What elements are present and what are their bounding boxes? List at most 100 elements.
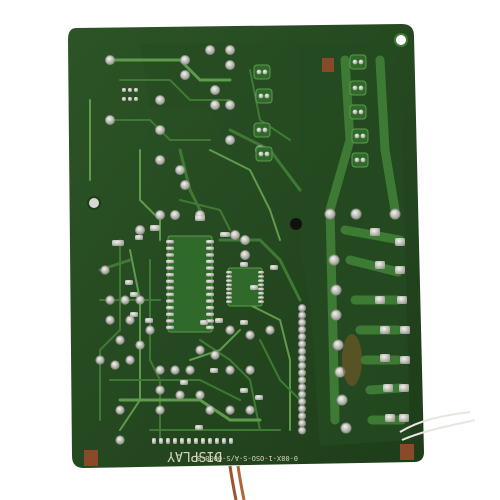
trace [209,149,281,241]
smd-pad [166,292,174,297]
smd-pad [206,279,214,284]
trace [118,398,262,422]
smd-pad [166,240,174,244]
smd-pad [226,300,232,303]
smd-pad [206,246,214,251]
smd-pad [206,286,214,290]
solder-pad [181,181,189,189]
solder-pad [299,319,305,326]
solder-pad [226,101,234,109]
solder-pad [171,366,179,374]
solder-pad [241,251,249,259]
smd-pad [201,438,205,444]
solder-pad [299,391,305,398]
mounting-hole-center [290,218,302,230]
solder-pad [156,96,164,104]
smd-pad [206,306,214,310]
smd-pad [385,414,395,422]
smd-pad [399,384,409,392]
led-pad [354,157,360,163]
smd-pad [122,88,126,92]
smd-pad [166,438,170,444]
led-pad [352,85,358,91]
smd-pad [395,238,405,246]
smd-pad [187,438,191,444]
solder-pad [299,312,305,319]
solder-pad [226,46,234,54]
smd-pad [240,388,248,393]
smd-pad [220,232,230,237]
solder-pad [206,406,214,414]
smd-pad [380,326,390,334]
smd-pad [130,312,138,317]
smd-pad [375,261,385,269]
solder-pad [331,285,341,295]
smd-pad [206,292,214,297]
solder-pad [246,331,254,339]
trace [99,239,121,421]
solder-pad [181,56,189,64]
smd-pad [397,296,407,304]
smd-pad [206,253,214,257]
led-pad [360,157,366,163]
smd-pad [166,279,174,284]
smd-pad [240,262,248,267]
solder-pad [299,420,305,427]
solder-pad [299,384,305,391]
smd-pad [166,286,174,290]
smd-pad [166,319,174,323]
smd-pad [206,299,214,303]
smd-pad [195,425,203,430]
smd-pad [226,283,232,287]
solder-pad [116,336,124,344]
trace [189,329,241,361]
solder-pad [196,391,204,399]
smd-pad [166,325,174,330]
solder-pad [299,305,305,311]
solder-pad [146,326,154,334]
smd-pad [375,296,385,304]
trace [199,339,261,431]
smd-pad [206,312,214,317]
solder-pad [231,231,239,239]
smd-pad [200,320,208,325]
smd-pad [240,320,248,325]
smd-pad [226,296,232,299]
smd-pad [166,273,174,277]
solder-pad [299,355,305,362]
smd-pad [395,266,405,274]
led-pad [262,127,268,133]
smd-pad [150,225,160,231]
corner-pad-top [322,58,334,72]
led-pad [256,127,262,133]
ic-chip-main [167,235,213,333]
solder-pad [226,61,234,69]
corner-pad-bottom-left [84,450,98,466]
led-outline [255,88,273,104]
smd-pad [380,354,390,362]
silk-board-label: DISPLAY [167,448,222,463]
led-pad [352,109,358,115]
solder-pad [333,340,343,350]
solder-pad [299,413,305,419]
led-pad [358,85,364,91]
led-outline [351,128,369,144]
solder-pad [106,296,114,304]
led-outline [351,152,369,168]
led-pad [264,151,270,157]
smd-pad [166,246,174,251]
led-outline [253,64,271,80]
smd-pad [400,356,410,364]
solder-pad [196,346,204,354]
led-outline [349,54,367,70]
smd-pad [130,292,138,297]
led-pad [360,133,366,139]
led-pad [256,69,262,75]
led-outline [349,104,367,120]
smd-pad [166,253,174,257]
solder-pad [211,351,219,359]
smd-pad [258,275,264,278]
smd-pad [226,275,232,278]
solder-residue [342,334,362,386]
